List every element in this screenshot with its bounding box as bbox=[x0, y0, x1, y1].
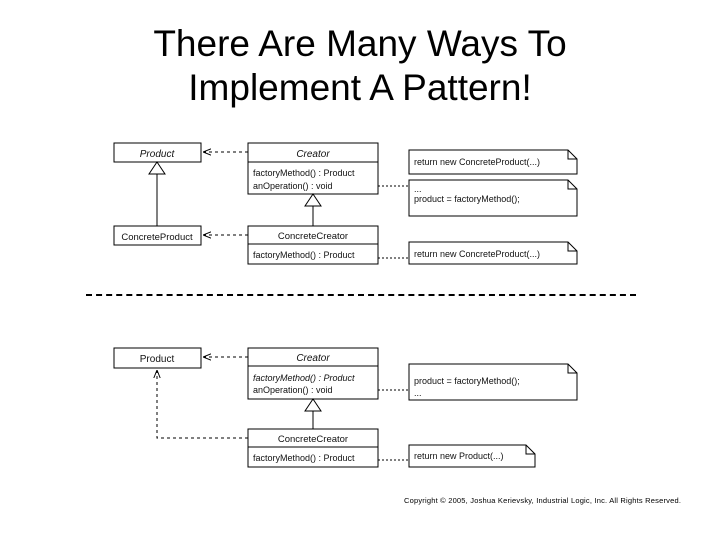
top-note-concrete: return new ConcreteProduct(...) bbox=[408, 241, 578, 265]
top-note-factory: return new ConcreteProduct(...) bbox=[408, 149, 578, 175]
top-concrete-product-label: ConcreteProduct bbox=[121, 232, 193, 243]
bottom-note-operation-line1: product = factoryMethod(); bbox=[414, 376, 520, 386]
copyright-notice: Copyright © 2005, Joshua Kerievsky, Indu… bbox=[404, 496, 682, 505]
top-note-operation: ... product = factoryMethod(); bbox=[408, 179, 578, 217]
top-creator-name: Creator bbox=[296, 149, 330, 160]
top-creator-class: Creator factoryMethod() : Product anOper… bbox=[247, 142, 379, 195]
bottom-creator-name: Creator bbox=[296, 353, 330, 364]
bottom-creator-class: Creator factoryMethod() : Product anOper… bbox=[247, 347, 379, 400]
bottom-note-operation: product = factoryMethod(); ... bbox=[408, 363, 578, 401]
bottom-product-class: Product bbox=[113, 347, 202, 369]
top-note-operation-line1: ... bbox=[414, 184, 422, 194]
top-uml-diagram: Product ConcreteProduct Creator factoryM… bbox=[113, 142, 578, 265]
top-creator-method1: factoryMethod() : Product bbox=[253, 168, 355, 178]
top-product-class: Product bbox=[113, 142, 202, 163]
bottom-product-label: Product bbox=[140, 354, 175, 365]
top-concrete-creator-name: ConcreteCreator bbox=[278, 231, 348, 242]
slide-title: There Are Many Ways To Implement A Patte… bbox=[0, 22, 720, 110]
title-line-1: There Are Many Ways To bbox=[153, 23, 567, 64]
bottom-creator-method2: anOperation() : void bbox=[253, 385, 333, 395]
bottom-creator-method1: factoryMethod() : Product bbox=[253, 373, 355, 383]
top-product-inheritance-triangle bbox=[148, 161, 166, 175]
top-note-concrete-text: return new ConcreteProduct(...) bbox=[414, 249, 540, 259]
top-note-factory-text: return new ConcreteProduct(...) bbox=[414, 157, 540, 167]
top-creator-inheritance-triangle bbox=[304, 193, 322, 207]
section-divider bbox=[86, 294, 636, 296]
bottom-concrete-creator-name: ConcreteCreator bbox=[278, 434, 348, 445]
bottom-uml-diagram: Product Creator factoryMethod() : Produc… bbox=[113, 347, 578, 468]
bottom-note-concrete-text: return new Product(...) bbox=[414, 451, 504, 461]
bottom-creator-inheritance-triangle bbox=[304, 398, 322, 412]
top-product-label: Product bbox=[140, 149, 176, 160]
bottom-concrete-creator-class: ConcreteCreator factoryMethod() : Produc… bbox=[247, 428, 379, 468]
top-concrete-creator-class: ConcreteCreator factoryMethod() : Produc… bbox=[247, 225, 379, 265]
bottom-note-operation-line2: ... bbox=[414, 388, 422, 398]
top-concrete-creator-method1: factoryMethod() : Product bbox=[253, 250, 355, 260]
top-note-operation-line2: product = factoryMethod(); bbox=[414, 194, 520, 204]
top-creator-method2: anOperation() : void bbox=[253, 181, 333, 191]
title-line-2: Implement A Pattern! bbox=[188, 67, 532, 108]
bottom-concretecreator-product-dependency bbox=[157, 370, 248, 439]
top-concrete-product-class: ConcreteProduct bbox=[113, 225, 202, 246]
bottom-concrete-creator-method1: factoryMethod() : Product bbox=[253, 453, 355, 463]
bottom-note-concrete: return new Product(...) bbox=[408, 444, 536, 468]
